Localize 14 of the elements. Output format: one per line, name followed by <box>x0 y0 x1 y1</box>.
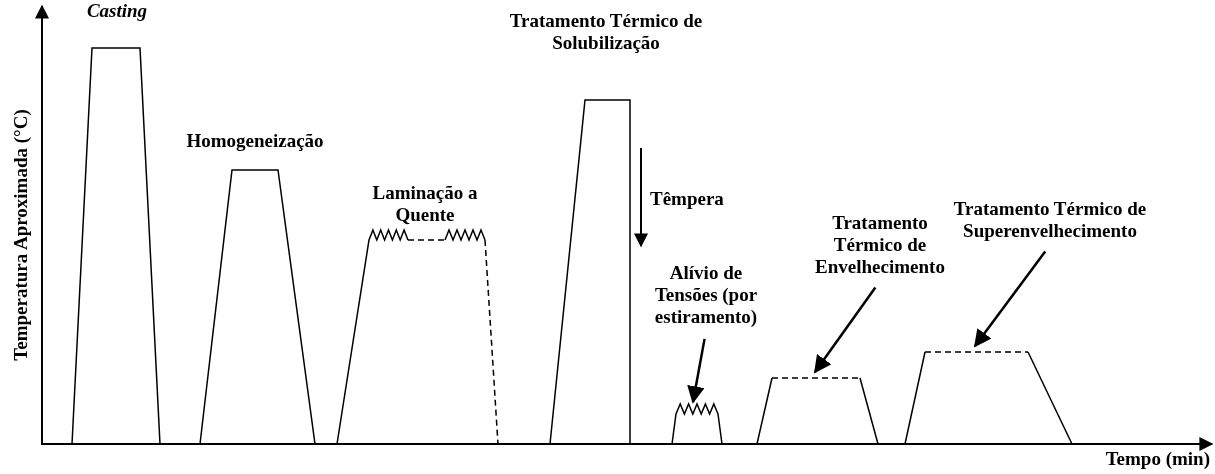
temperature-profile <box>671 402 723 445</box>
process-label: Homogeneização <box>185 130 325 152</box>
process-label: Casting <box>85 0 149 22</box>
axis-title: Temperatura Aproximada (°C) <box>9 109 32 361</box>
leader-arrow <box>973 250 1047 348</box>
temperature-profile <box>756 377 879 445</box>
process-label: Alívio de Tensões (por estiramento) <box>647 262 765 328</box>
leader-arrow <box>814 286 877 374</box>
temperature-profile <box>904 351 1073 445</box>
process-label: Tratamento Térmico de Solubilização <box>508 10 704 54</box>
process-label: Têmpera <box>650 188 724 210</box>
axis-title: Tempo (min) <box>1105 448 1210 470</box>
process-label: Laminação a Quente <box>371 182 479 226</box>
leader-arrow <box>687 338 706 404</box>
